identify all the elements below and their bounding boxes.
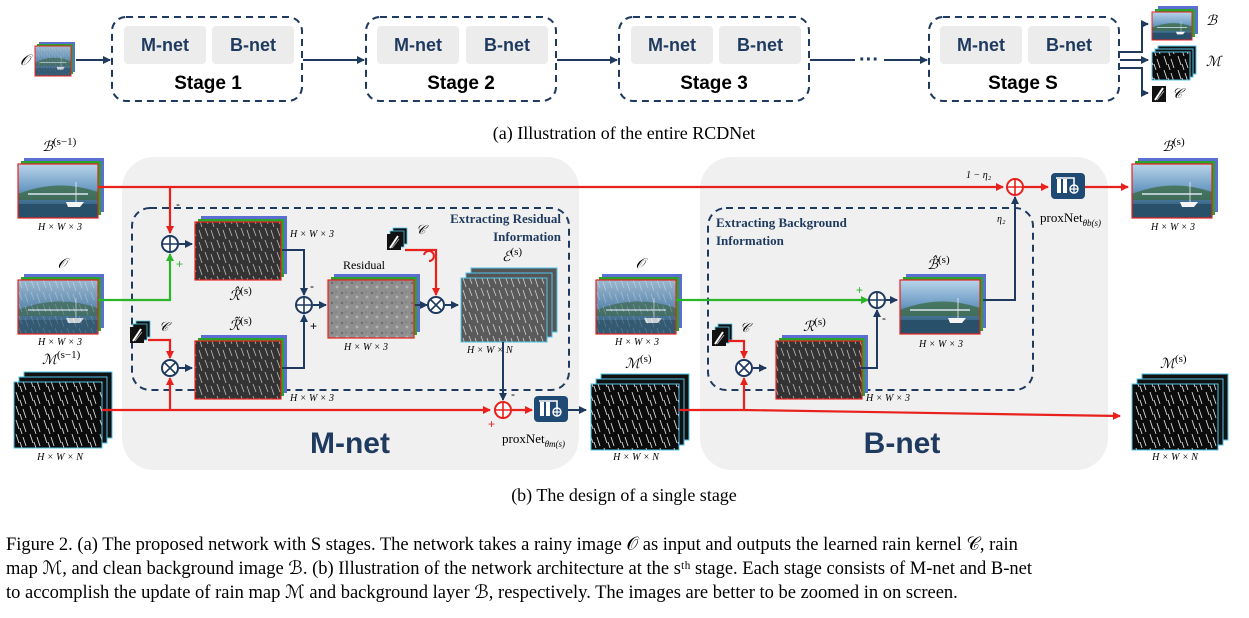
caption-a: (a) Illustration of the entire RCDNet bbox=[493, 123, 755, 144]
stage-s-mnet: M-net bbox=[957, 35, 1005, 55]
input-o-label: 𝒪 bbox=[20, 53, 33, 69]
residual-label: Residual bbox=[343, 258, 386, 272]
bhat-image bbox=[899, 274, 986, 335]
rhat-label: ℛ̂(s) bbox=[229, 285, 252, 304]
figure-caption-line-1: Figure 2. (a) The proposed network with … bbox=[6, 535, 1018, 555]
proxnet-m-label: proxNetθm(s) bbox=[502, 431, 565, 449]
eta-label: η₂ bbox=[997, 214, 1006, 225]
rtilde-image bbox=[194, 335, 287, 400]
r-dim: H × W × 3 bbox=[865, 393, 910, 404]
residual-dim: H × W × 3 bbox=[343, 342, 388, 353]
e-image bbox=[460, 267, 558, 343]
residual-image bbox=[327, 274, 420, 339]
stage-1-label: Stage 1 bbox=[174, 73, 242, 94]
b-prev-dim: H × W × 3 bbox=[37, 222, 82, 233]
m-s-image bbox=[590, 373, 690, 451]
b-prev-image bbox=[17, 158, 104, 219]
stage-2-label: Stage 2 bbox=[427, 73, 495, 94]
c-kernel-right bbox=[711, 323, 733, 347]
input-o-thumb bbox=[34, 42, 75, 77]
stage-3-mnet: M-net bbox=[648, 35, 696, 55]
r-label: ℛ(s) bbox=[803, 316, 826, 335]
m-prev-image bbox=[13, 371, 113, 449]
stage-ellipsis: ··· bbox=[859, 49, 879, 71]
plus-sign-3: + bbox=[488, 417, 495, 431]
plus-sign-4: + bbox=[856, 283, 863, 297]
stage-1-box: M-net B-net Stage 1 bbox=[111, 16, 303, 102]
figure-caption-line-3: to accomplish the update of rain map ℳ a… bbox=[6, 583, 958, 603]
e-label: ℰ(s) bbox=[502, 246, 522, 265]
extract-background-line2: Information bbox=[716, 233, 785, 248]
figure-caption: Figure 2. (a) The proposed network with … bbox=[6, 533, 1244, 605]
m-s-label: ℳ(s) bbox=[625, 353, 652, 372]
output-c-thumb bbox=[1151, 85, 1167, 103]
b-prev-label: ℬ(s−1) bbox=[42, 136, 77, 155]
stage-3-label: Stage 3 bbox=[680, 73, 748, 94]
stage-2-box: M-net B-net Stage 2 bbox=[365, 16, 557, 102]
stage-2-bnet: B-net bbox=[484, 35, 530, 55]
proxnet-m-icon bbox=[533, 395, 569, 423]
stage-1-bnet: B-net bbox=[230, 35, 276, 55]
o-dim: H × W × 3 bbox=[37, 337, 82, 348]
extract-background-line1: Extracting Background bbox=[716, 215, 848, 230]
rcdnet-diagram: 𝒪 M-net B-net Stage 1 M-net B-net Stage … bbox=[13, 6, 1229, 506]
rotate-icon bbox=[423, 250, 435, 262]
o-image bbox=[17, 274, 104, 335]
c-kernel-left bbox=[129, 320, 151, 344]
e-dim: H × W × N bbox=[466, 345, 514, 356]
stage-s-label: Stage S bbox=[988, 73, 1058, 94]
b-out-dim: H × W × 3 bbox=[1150, 222, 1195, 233]
bnet-title: B-net bbox=[864, 427, 941, 460]
output-b-thumb bbox=[1151, 6, 1198, 41]
minus-sign-2: - bbox=[310, 279, 314, 293]
o2-label: 𝒪 bbox=[636, 257, 648, 272]
proxnet-b-icon bbox=[1050, 172, 1086, 200]
stage-1-mnet: M-net bbox=[141, 35, 189, 55]
mnet-title: M-net bbox=[310, 427, 390, 460]
b-out-label: ℬ(s) bbox=[1162, 136, 1185, 155]
stage-s-bnet: B-net bbox=[1046, 35, 1092, 55]
figure-caption-line-2: map ℳ, and clean background image ℬ. (b)… bbox=[6, 559, 1033, 579]
rtilde-dim: H × W × 3 bbox=[289, 393, 334, 404]
m-prev-label: ℳ(s−1) bbox=[42, 349, 81, 368]
o2-dim: H × W × 3 bbox=[614, 337, 659, 348]
rtilde-label: ℛ̃(s) bbox=[229, 315, 252, 334]
proxnet-b-label: proxNetθb(s) bbox=[1040, 210, 1101, 228]
eta-top-label: 1 − η₂ bbox=[966, 170, 992, 181]
c-kernel-mid bbox=[386, 227, 408, 251]
stage-3-bnet: B-net bbox=[737, 35, 783, 55]
part-b: M-net B-net ℬ(s−1) H × W × 3 𝒪 H × W × 3… bbox=[13, 136, 1229, 506]
minus-sign-3: - bbox=[511, 387, 515, 401]
rainy-image-thumb bbox=[35, 46, 71, 76]
m-out-label: ℳ(s) bbox=[1160, 353, 1187, 372]
caption-b: (b) The design of a single stage bbox=[511, 485, 737, 506]
stage-s-box: M-net B-net Stage S bbox=[928, 16, 1120, 102]
bhat-label: ℬ̂(s) bbox=[927, 254, 950, 273]
plus-sign-2: + bbox=[310, 319, 317, 333]
output-m-thumb bbox=[1151, 45, 1197, 81]
m-out-image bbox=[1131, 373, 1229, 451]
stage-2-mnet: M-net bbox=[394, 35, 442, 55]
m-prev-dim: H × W × N bbox=[36, 452, 84, 463]
minus-sign-4: - bbox=[882, 311, 886, 325]
b-out-image bbox=[1131, 158, 1218, 219]
extract-residual-line2: Information bbox=[493, 229, 562, 244]
rhat-dim: H × W × 3 bbox=[289, 229, 334, 240]
stage-3-box: M-net B-net Stage 3 bbox=[618, 16, 810, 102]
extract-residual-line1: Extracting Residual bbox=[450, 211, 561, 226]
o-label: 𝒪 bbox=[58, 257, 70, 272]
plus-sign-1: + bbox=[176, 257, 183, 271]
part-a: 𝒪 M-net B-net Stage 1 M-net B-net Stage … bbox=[20, 6, 1223, 144]
output-m-label: ℳ bbox=[1206, 55, 1223, 70]
m-out-dim: H × W × N bbox=[1151, 452, 1199, 463]
bhat-dim: H × W × 3 bbox=[918, 339, 963, 350]
m-s-dim: H × W × N bbox=[612, 452, 660, 463]
output-c-label: 𝒞 bbox=[1172, 87, 1186, 102]
o2-image bbox=[595, 274, 682, 335]
r-image bbox=[775, 335, 868, 400]
rhat-image bbox=[194, 216, 287, 281]
minus-sign-1: - bbox=[176, 197, 180, 211]
output-b-label: ℬ bbox=[1206, 14, 1218, 29]
